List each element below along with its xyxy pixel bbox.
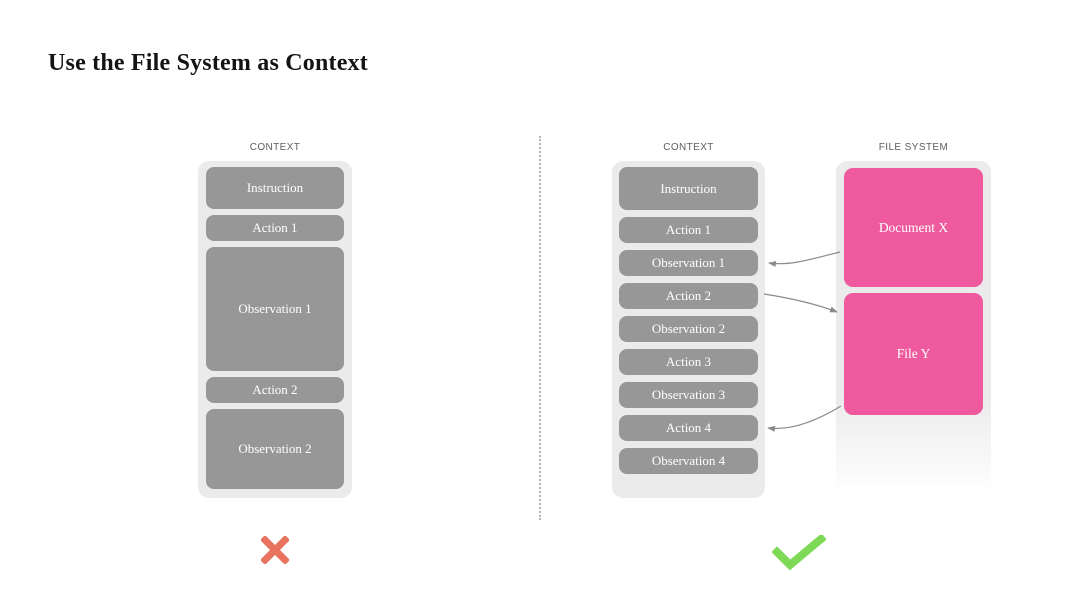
left-box-action-2: Action 2 (206, 377, 344, 403)
arrow-filey-to-action4 (767, 405, 842, 432)
file-y-box: File Y (844, 293, 983, 415)
left-context-container: Instruction Action 1 Observation 1 Actio… (198, 161, 352, 498)
right-box-action-2: Action 2 (619, 282, 758, 309)
left-context-label: CONTEXT (249, 142, 301, 153)
right-box-observation-4: Observation 4 (619, 447, 758, 474)
right-context-label: CONTEXT (663, 142, 714, 153)
right-box-observation-2: Observation 2 (619, 315, 758, 342)
right-box-action-4: Action 4 (619, 414, 758, 441)
right-box-observation-1: Observation 1 (619, 249, 758, 276)
arrow-action2-to-filey (763, 293, 838, 313)
file-system-container: Document X File Y (836, 161, 991, 498)
file-system-label: FILE SYSTEM (878, 142, 949, 153)
check-icon (772, 535, 826, 571)
right-box-observation-3: Observation 3 (619, 381, 758, 408)
right-context-container: Instruction Action 1 Observation 1 Actio… (612, 161, 765, 498)
cross-icon (261, 536, 289, 564)
left-box-observation-1: Observation 1 (206, 247, 344, 371)
right-box-instruction: Instruction (619, 167, 758, 210)
divider-dotted-line (539, 136, 541, 520)
page-title: Use the File System as Context (48, 50, 368, 76)
right-box-action-1: Action 1 (619, 216, 758, 243)
left-box-observation-2: Observation 2 (206, 409, 344, 489)
arrow-documentx-to-observation1 (768, 251, 841, 267)
left-box-instruction: Instruction (206, 167, 344, 209)
right-box-action-3: Action 3 (619, 348, 758, 375)
left-box-action-1: Action 1 (206, 215, 344, 241)
document-x-box: Document X (844, 168, 983, 287)
